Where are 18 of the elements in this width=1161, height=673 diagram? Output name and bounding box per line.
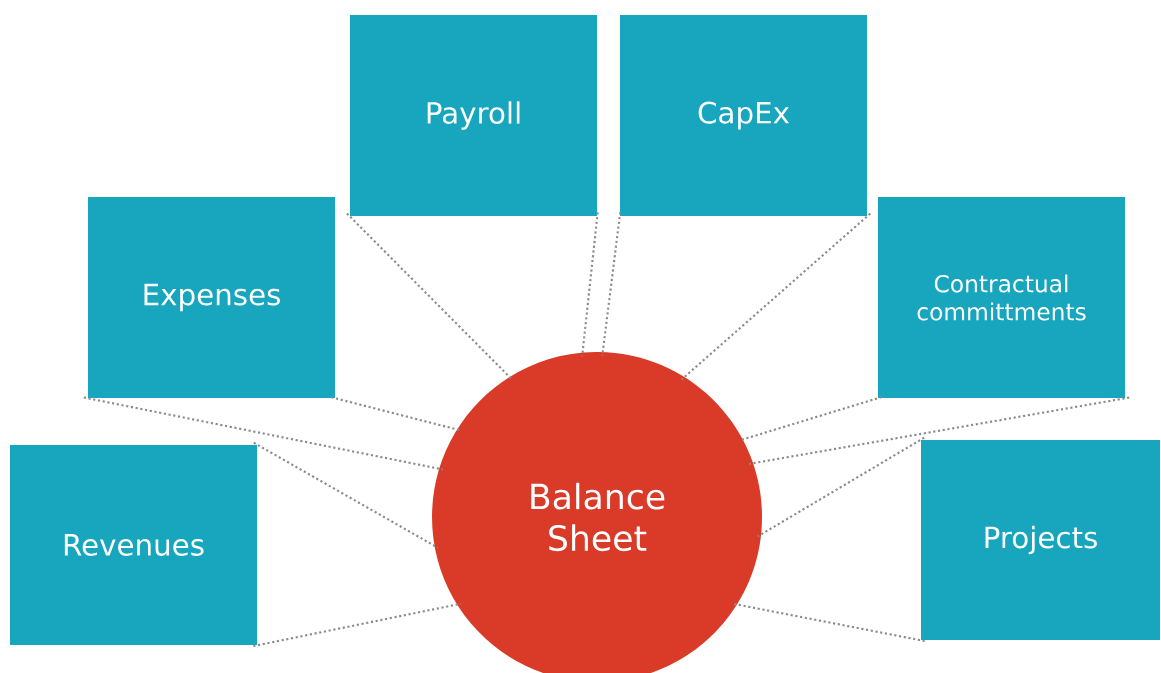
dotted-line <box>733 602 925 643</box>
dotted-line <box>601 212 622 356</box>
topic-box: Revenues <box>10 445 257 645</box>
topic-box: Payroll <box>350 15 597 216</box>
dotted-line <box>346 212 513 381</box>
topic-box: Contractual committments <box>878 197 1125 398</box>
dotted-line <box>253 602 461 648</box>
dotted-line <box>331 396 461 432</box>
topic-box: CapEx <box>620 15 867 216</box>
dotted-line <box>581 212 599 357</box>
dotted-line <box>83 396 444 471</box>
topic-box: Projects <box>921 440 1160 640</box>
dotted-line <box>738 396 882 442</box>
dotted-line <box>757 436 925 538</box>
dotted-line <box>749 396 1130 465</box>
topic-box: Expenses <box>88 197 335 398</box>
dotted-line <box>680 212 871 381</box>
dotted-line <box>253 441 439 549</box>
